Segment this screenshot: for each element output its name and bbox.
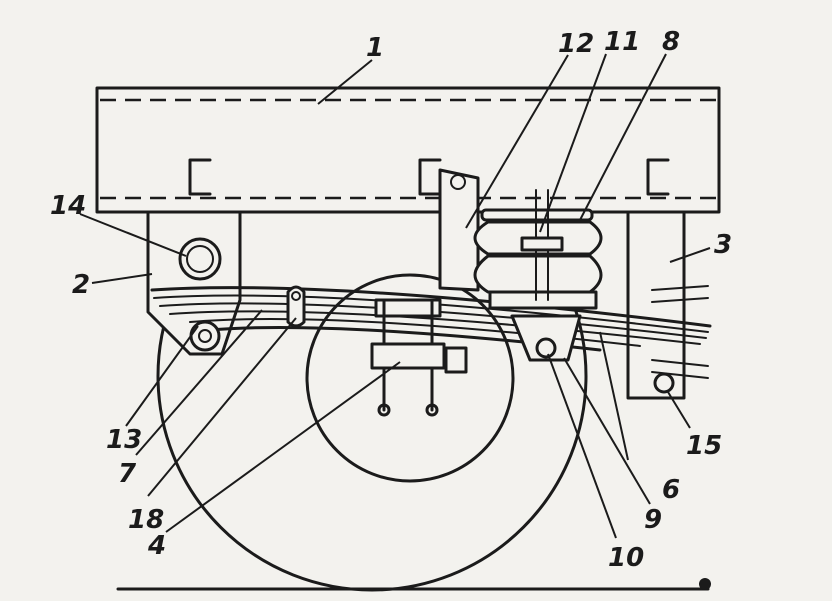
tube-14-inner [186, 245, 214, 273]
label-9: 9 [644, 505, 662, 535]
label-7: 7 [118, 459, 137, 489]
front-eye-13 [189, 320, 221, 352]
label-15: 15 [686, 431, 722, 461]
label-4: 4 [147, 531, 166, 561]
label-13: 13 [106, 425, 142, 455]
tube-14 [178, 237, 222, 281]
front-eye-13-pin [198, 329, 212, 343]
rear-bracket [626, 210, 709, 400]
label-14: 14 [50, 191, 86, 221]
leader-lines [79, 53, 711, 539]
pivot-10 [535, 337, 557, 359]
u-bolt-assembly [370, 298, 468, 417]
leaf-clip-7-hole [291, 291, 301, 301]
label-6: 6 [662, 475, 680, 505]
frame-beam [95, 86, 721, 214]
support-12 [438, 168, 480, 292]
label-10: 10 [608, 543, 644, 573]
ground-marker [699, 578, 711, 590]
label-2: 2 [72, 270, 90, 300]
air-spring-bellows [473, 208, 603, 310]
wheel-hub [305, 273, 515, 483]
label-8: 8 [662, 27, 680, 57]
label-12: 12 [558, 29, 594, 59]
label-1: 1 [366, 33, 384, 63]
label-18: 18 [128, 505, 164, 535]
support-12-bolt [450, 174, 466, 190]
label-11: 11 [604, 27, 640, 57]
label-3: 3 [714, 230, 732, 260]
